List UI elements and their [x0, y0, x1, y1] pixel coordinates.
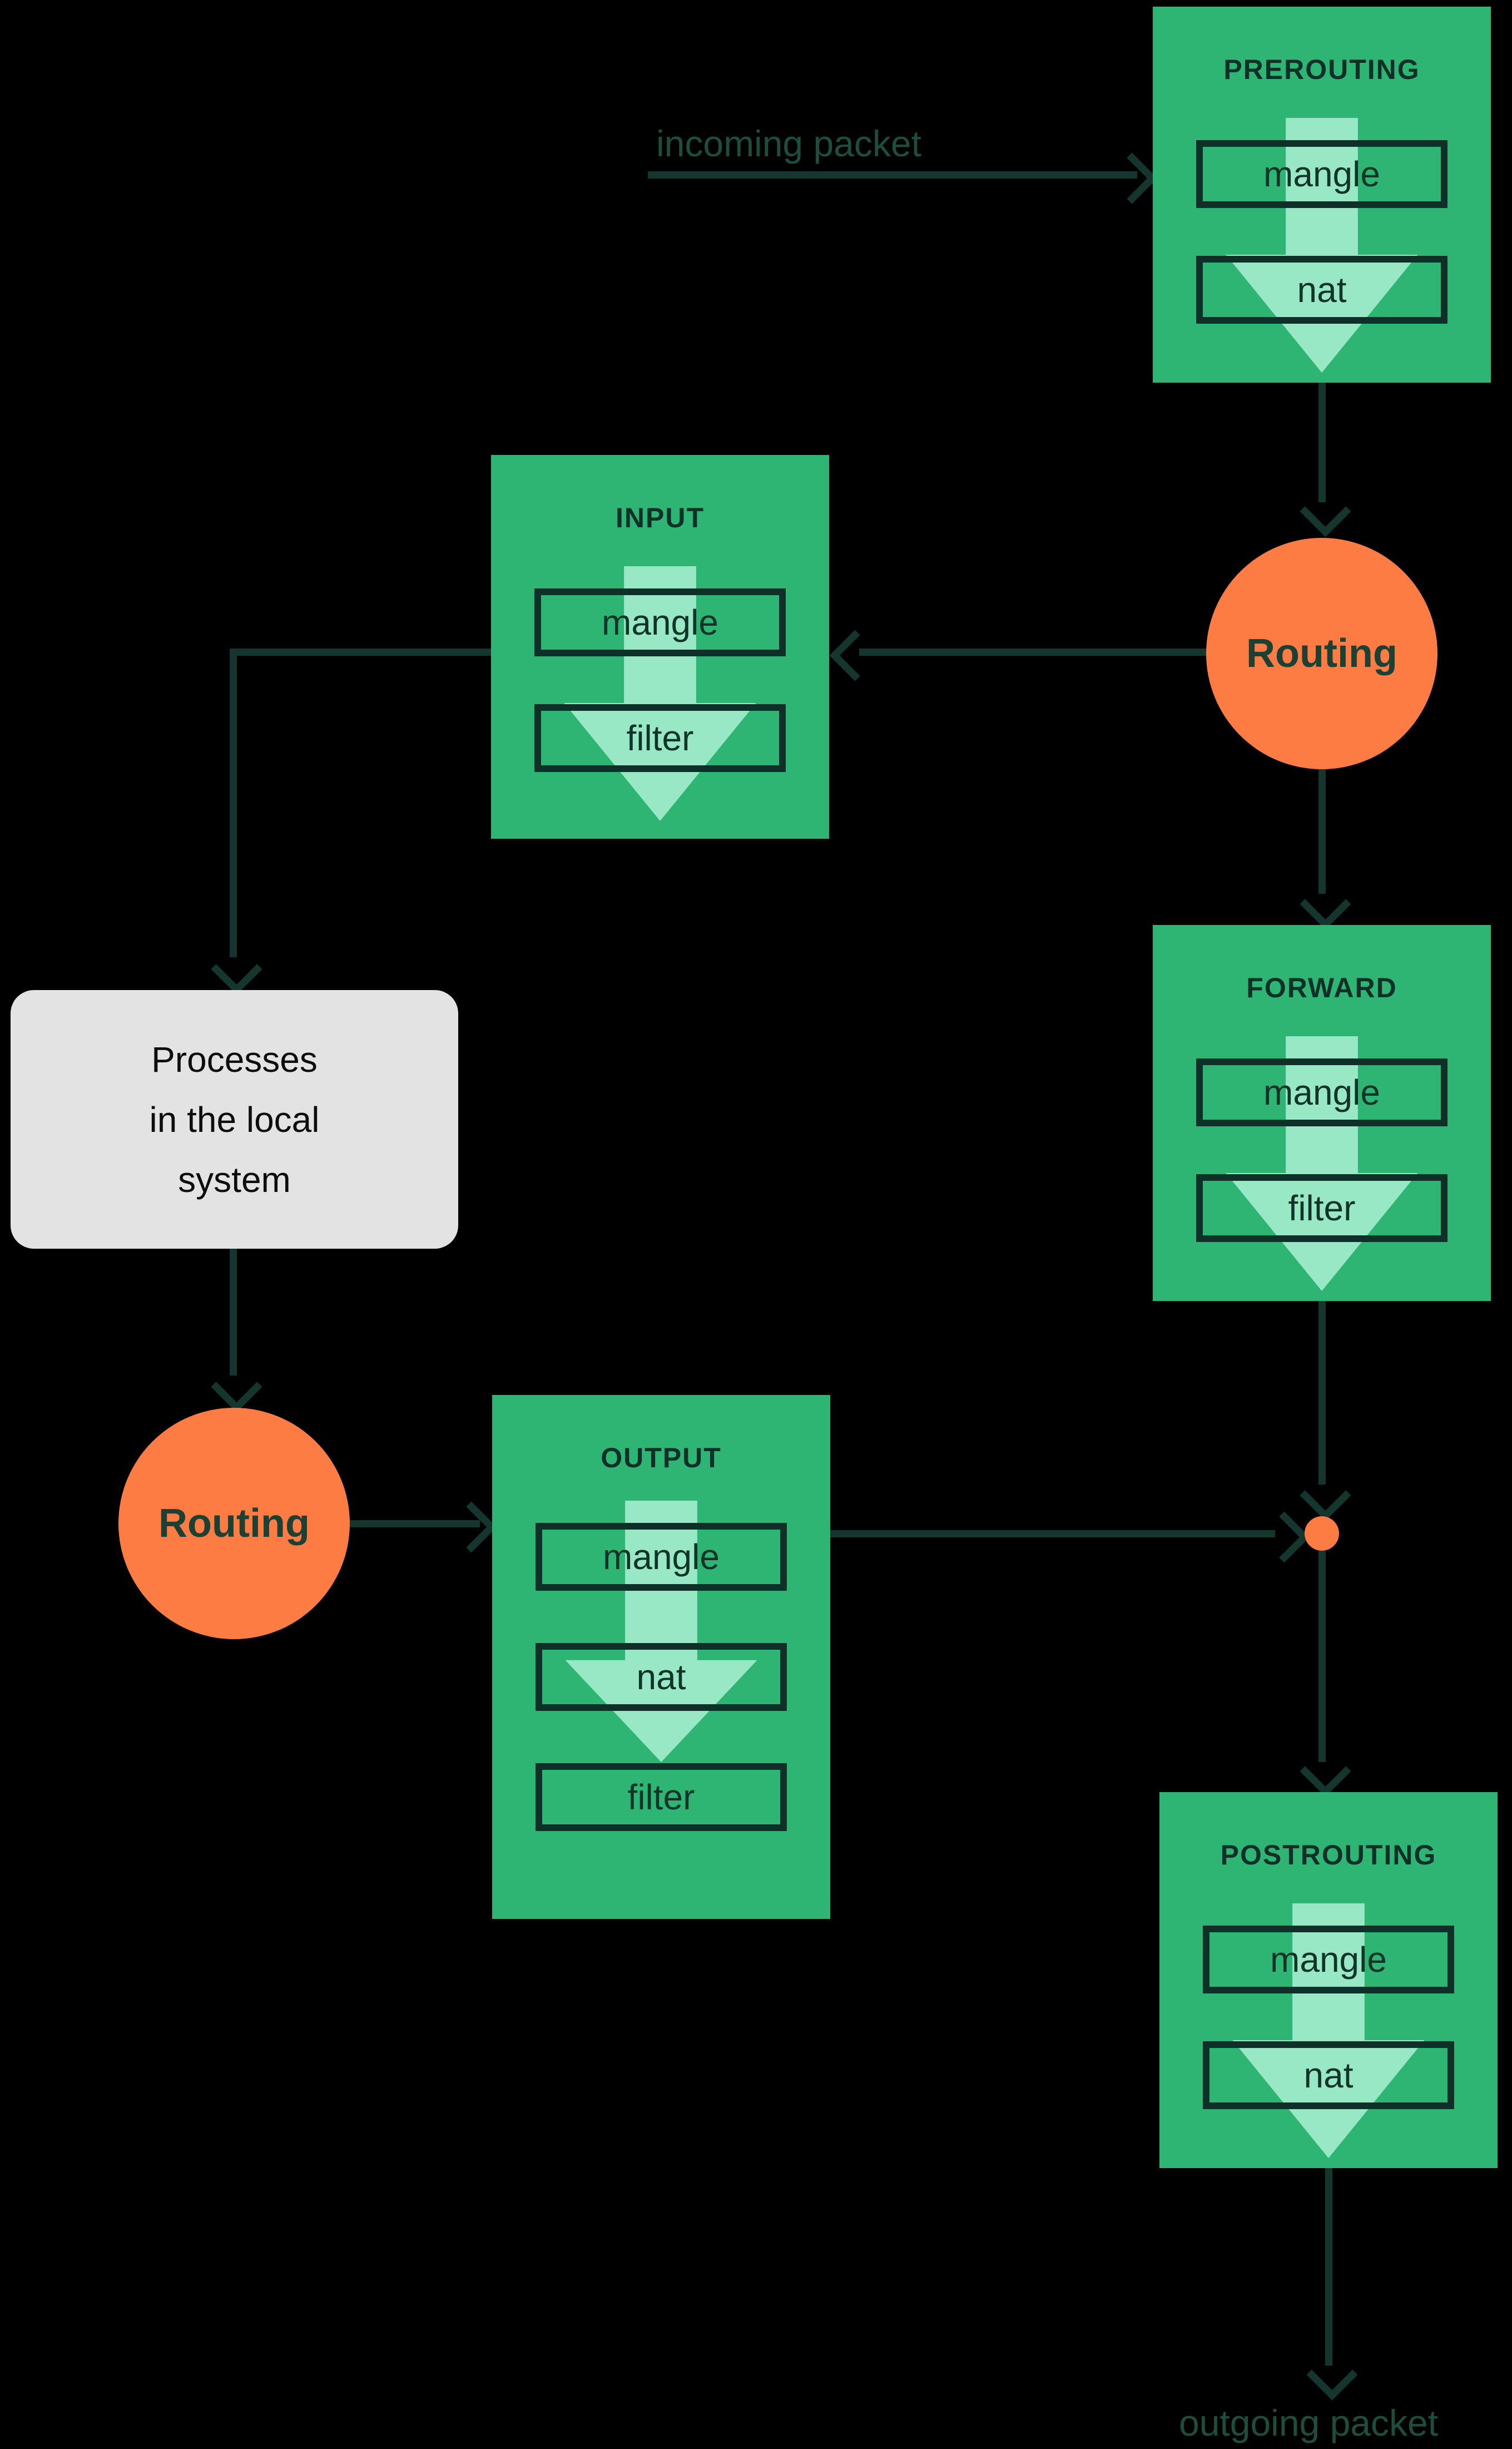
- connector-line: [1325, 2168, 1332, 2366]
- connector-line: [1318, 1551, 1326, 1762]
- table-label: nat: [1303, 2055, 1354, 2095]
- table-box-nat: nat: [536, 1643, 787, 1711]
- arrowhead-right-icon: [445, 1501, 497, 1553]
- arrowhead-down-icon: [1300, 1745, 1351, 1797]
- connector-line: [233, 649, 491, 656]
- chain-forward: FORWARD mangle filter: [1153, 925, 1491, 1301]
- table-box-mangle: mangle: [1196, 140, 1447, 208]
- chain-title: INPUT: [616, 502, 705, 533]
- arrowhead-left-icon: [829, 630, 881, 681]
- table-box-nat: nat: [1196, 256, 1447, 324]
- routing-label: Routing: [1246, 631, 1397, 676]
- chain-title: FORWARD: [1246, 972, 1397, 1003]
- connector-line: [648, 171, 1137, 179]
- table-label: filter: [627, 1777, 695, 1817]
- chain-title: PREROUTING: [1223, 54, 1420, 85]
- table-box-mangle: mangle: [1196, 1058, 1447, 1126]
- routing-node-bottom: Routing: [118, 1408, 350, 1639]
- table-label: filter: [626, 718, 694, 758]
- arrowhead-down-icon: [1300, 878, 1351, 930]
- junction-dot: [1305, 1516, 1339, 1551]
- chain-postrouting: POSTROUTING mangle nat: [1159, 1792, 1498, 2168]
- table-label: filter: [1288, 1188, 1356, 1228]
- connector-line: [859, 649, 1207, 656]
- connector-line: [230, 649, 237, 957]
- arrowhead-down-icon: [1300, 1470, 1351, 1521]
- arrowhead-down-icon: [211, 1361, 262, 1413]
- processes-line: system: [178, 1159, 291, 1200]
- routing-label: Routing: [158, 1501, 310, 1546]
- incoming-packet-label: incoming packet: [656, 123, 921, 164]
- arrowhead-down-icon: [211, 943, 262, 995]
- connector-line: [830, 1530, 1275, 1537]
- table-label: mangle: [603, 1537, 720, 1577]
- table-label: nat: [1297, 270, 1347, 310]
- table-label: nat: [636, 1657, 686, 1697]
- table-box-filter: filter: [536, 1763, 787, 1831]
- arrowhead-down-icon: [1306, 2349, 1358, 2401]
- table-box-mangle: mangle: [534, 588, 786, 656]
- connector-line: [1318, 1301, 1326, 1485]
- table-box-mangle: mangle: [1203, 1926, 1454, 1993]
- chain-title: OUTPUT: [601, 1442, 722, 1473]
- arrowhead-right-icon: [1106, 152, 1158, 204]
- table-box-filter: filter: [534, 704, 786, 772]
- chain-title: POSTROUTING: [1220, 1839, 1437, 1871]
- connector-line: [1318, 383, 1326, 502]
- outgoing-packet-label: outgoing packet: [1179, 2402, 1439, 2443]
- chain-prerouting: PREROUTING mangle nat: [1153, 7, 1491, 383]
- connector-line: [346, 1520, 480, 1527]
- table-label: mangle: [1263, 154, 1380, 194]
- processes-line: Processes: [151, 1039, 318, 1080]
- connector-line: [230, 1249, 237, 1376]
- table-box-nat: nat: [1203, 2041, 1454, 2109]
- table-box-mangle: mangle: [536, 1523, 787, 1591]
- arrowhead-right-icon: [1258, 1511, 1310, 1563]
- chain-input: INPUT mangle filter: [491, 455, 829, 839]
- chain-output: OUTPUT mangle nat filter: [492, 1395, 830, 1919]
- routing-node-top: Routing: [1206, 538, 1437, 769]
- local-processes-box: Processes in the local system: [11, 990, 458, 1249]
- table-label: mangle: [1270, 1940, 1387, 1980]
- connector-line: [1318, 769, 1326, 894]
- arrowhead-down-icon: [1300, 486, 1351, 537]
- table-label: mangle: [1263, 1072, 1380, 1112]
- table-label: mangle: [602, 602, 718, 642]
- table-box-filter: filter: [1196, 1174, 1447, 1242]
- processes-line: in the local: [149, 1099, 320, 1140]
